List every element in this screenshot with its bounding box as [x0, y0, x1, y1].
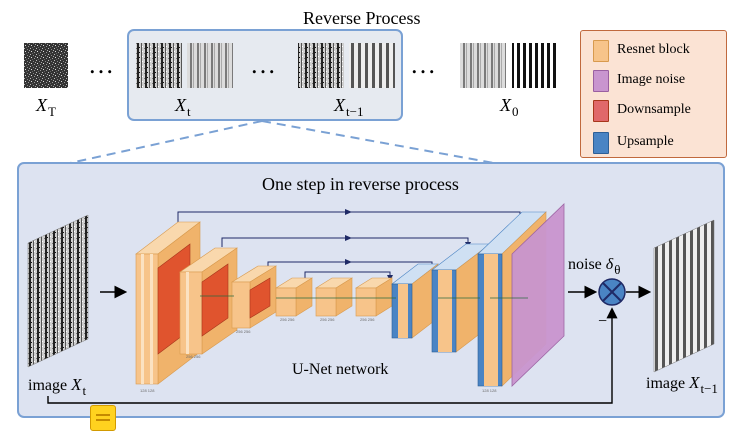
- svg-text:256 256: 256 256: [280, 317, 295, 322]
- legend-item-resnet: Resnet block: [581, 38, 726, 62]
- image-x0-a: [460, 43, 506, 88]
- svg-text:256 256: 256 256: [186, 354, 201, 359]
- unet-network: 128 128 256 256 256 256 256 256 256 256 …: [135, 203, 565, 393]
- legend: Resnet block Image noise Downsample Upsa…: [580, 30, 727, 158]
- output-image: [653, 219, 715, 373]
- svg-text:256 256: 256 256: [360, 317, 375, 322]
- image-xt1-a: [298, 43, 344, 88]
- output-image-label: image Xt−1: [646, 373, 718, 396]
- minus-sign: −: [598, 313, 608, 330]
- svg-text:256 256: 256 256: [320, 317, 335, 322]
- upsample-swatch: [593, 132, 609, 154]
- resnet-swatch: [593, 40, 609, 62]
- noise-label: noise δθ: [568, 256, 621, 277]
- step-title: One step in reverse process: [262, 174, 459, 194]
- note-icon[interactable]: [90, 405, 116, 431]
- legend-label: Downsample: [617, 102, 691, 117]
- noise-swatch: [593, 70, 609, 92]
- unet-label: U-Net network: [292, 361, 389, 378]
- input-image-label: image Xt: [28, 375, 87, 398]
- svg-text:256 256: 256 256: [236, 329, 251, 334]
- legend-label: Resnet block: [617, 42, 690, 57]
- input-image: [27, 214, 89, 368]
- diagram-title: Reverse Process: [303, 8, 421, 28]
- image-xT: [24, 43, 68, 88]
- combine-node: [598, 278, 626, 306]
- label-x-0: X0: [500, 95, 519, 119]
- label-x-T: XT: [36, 95, 56, 119]
- image-x0-b: [512, 43, 558, 88]
- label-x-t: Xt: [175, 95, 191, 119]
- image-xt-a: [136, 43, 182, 88]
- legend-item-noise: Image noise: [581, 68, 726, 92]
- image-xt1-b: [349, 43, 395, 88]
- svg-text:128 128: 128 128: [140, 388, 155, 393]
- ellipsis-2: …: [250, 50, 276, 79]
- legend-item-downsample: Downsample: [581, 98, 726, 122]
- legend-item-upsample: Upsample: [581, 130, 726, 154]
- legend-label: Upsample: [617, 134, 674, 149]
- svg-text:128 128: 128 128: [482, 388, 497, 393]
- ellipsis-3: …: [410, 50, 436, 79]
- downsample-swatch: [593, 100, 609, 122]
- label-x-t-minus-1: Xt−1: [334, 95, 364, 119]
- image-xt-b: [187, 43, 233, 88]
- ellipsis-1: …: [88, 50, 114, 79]
- legend-label: Image noise: [617, 72, 686, 87]
